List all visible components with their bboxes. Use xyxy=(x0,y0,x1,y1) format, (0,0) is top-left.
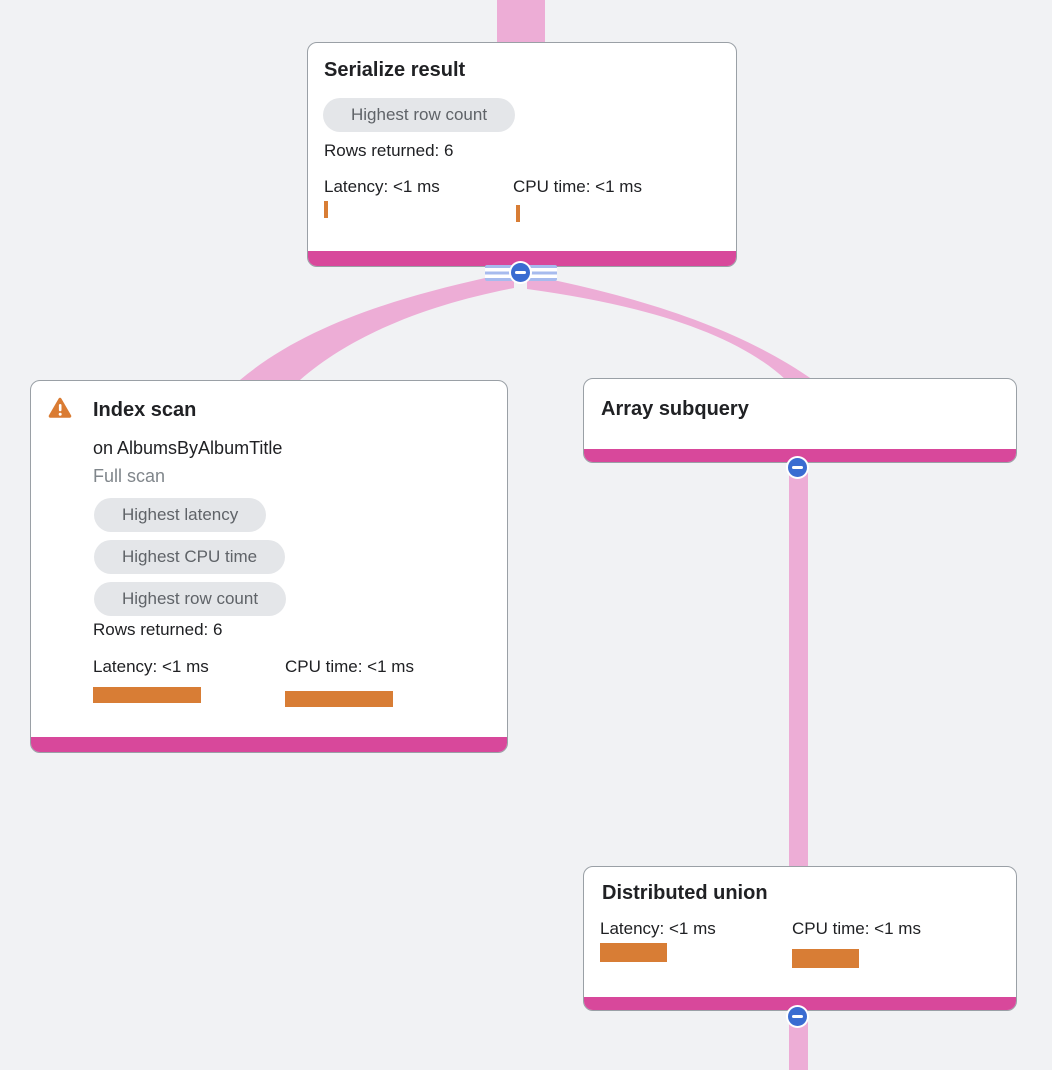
minus-circle-icon xyxy=(511,263,530,282)
latency-bar xyxy=(93,687,201,703)
node-title: Array subquery xyxy=(601,398,749,420)
cpu-time-bar xyxy=(285,691,393,707)
node-subtitle: on AlbumsByAlbumTitle xyxy=(93,438,283,458)
latency-label: Latency: <1 ms xyxy=(600,919,716,938)
badge-highest-cpu-time: Highest CPU time xyxy=(94,540,286,574)
node-distributed-union[interactable]: Distributed union Latency: <1 ms CPU tim… xyxy=(583,866,1017,1011)
edge-parent-to-serialize xyxy=(497,0,545,50)
latency-bar xyxy=(600,943,667,962)
full-scan-note: Full scan xyxy=(93,466,166,486)
cpu-time-bar xyxy=(792,949,859,968)
cpu-time-bar xyxy=(516,205,520,222)
node-accent-bar xyxy=(308,251,736,266)
node-array-subquery[interactable]: Array subquery xyxy=(583,378,1017,463)
rows-returned-text: Rows returned: 6 xyxy=(93,620,223,639)
minus-circle-icon xyxy=(788,1007,807,1026)
node-title: Distributed union xyxy=(602,882,768,904)
minus-circle-icon xyxy=(788,458,807,477)
rows-returned-text: Rows returned: 6 xyxy=(324,141,454,160)
cpu-time-label: CPU time: <1 ms xyxy=(513,177,642,196)
collapse-button-serialize-result[interactable] xyxy=(509,261,532,284)
latency-label: Latency: <1 ms xyxy=(93,657,209,676)
warning-triangle-icon xyxy=(48,397,72,418)
node-serialize-result[interactable]: Serialize result Highest row count Rows … xyxy=(307,42,737,267)
node-title: Index scan xyxy=(93,399,197,421)
node-title: Serialize result xyxy=(324,59,466,81)
node-accent-bar xyxy=(584,997,1016,1010)
collapse-button-distributed-union[interactable] xyxy=(786,1005,809,1028)
latency-bar xyxy=(324,201,328,218)
cpu-time-label: CPU time: <1 ms xyxy=(285,657,414,676)
collapse-button-array-subquery[interactable] xyxy=(786,456,809,479)
edge-serialize-to-index-scan xyxy=(240,278,514,380)
edge-serialize-to-array-subquery xyxy=(527,278,813,380)
node-accent-bar xyxy=(584,449,1016,462)
badge-highest-row-count: Highest row count xyxy=(94,582,287,616)
badge-highest-latency: Highest latency xyxy=(94,498,267,532)
node-index-scan[interactable]: Index scan on AlbumsByAlbumTitle Full sc… xyxy=(30,380,508,753)
badge-highest-row-count: Highest row count xyxy=(323,98,516,132)
cpu-time-label: CPU time: <1 ms xyxy=(792,919,921,938)
node-accent-bar xyxy=(31,737,507,752)
latency-label: Latency: <1 ms xyxy=(324,177,440,196)
